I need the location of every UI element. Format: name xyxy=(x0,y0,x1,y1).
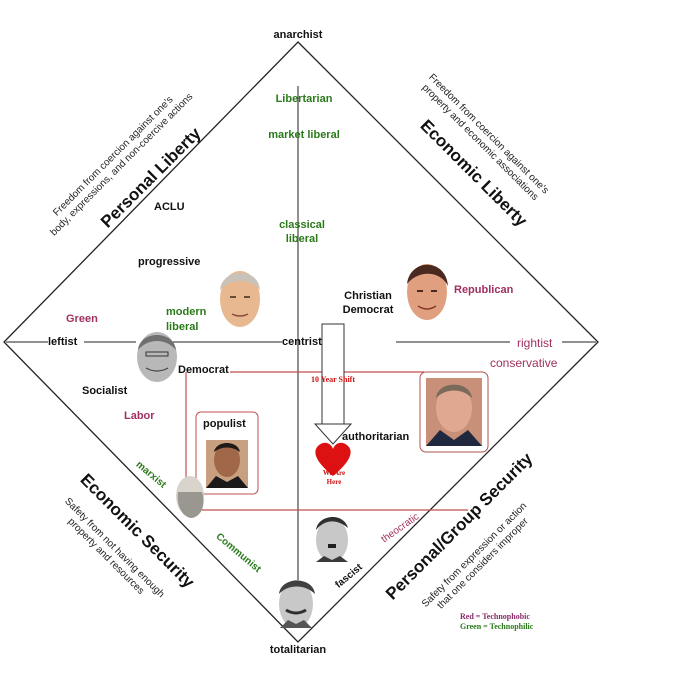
republican-label: Republican xyxy=(454,284,514,296)
rightist-label: rightist xyxy=(517,336,553,350)
marx-face xyxy=(176,476,204,518)
socialist-label: Socialist xyxy=(82,385,128,397)
stalin-face xyxy=(279,580,315,628)
christian-democrat-line-1: Christian xyxy=(344,290,392,302)
legend-green-entry: Green = Technophilic xyxy=(460,622,534,632)
bush-photo-frame xyxy=(419,371,489,453)
diamond-outline xyxy=(3,41,599,643)
populist-face xyxy=(206,440,248,488)
libertarian-label: Libertarian xyxy=(275,93,333,105)
centrist-label: centrist xyxy=(282,336,322,348)
legend: Red = Technophobic Green = Technophilic xyxy=(460,612,533,633)
hitler-face xyxy=(316,516,348,562)
leftist-label: leftist xyxy=(48,336,78,348)
clinton-face xyxy=(220,271,260,327)
modern-liberal-line-1: modern xyxy=(166,306,207,318)
anarchist-label: anarchist xyxy=(273,29,323,41)
reagan-face xyxy=(407,264,448,320)
populist-label: populist xyxy=(203,418,246,430)
classical-liberal-line-2: liberal xyxy=(285,233,319,245)
democrat-label: Democrat xyxy=(178,364,229,376)
progressive-label: progressive xyxy=(138,256,201,268)
conservative-label: conservative xyxy=(490,356,558,370)
shift-arrow xyxy=(313,323,353,445)
bush-face xyxy=(426,378,482,446)
classical-liberal-line-1: classical xyxy=(279,219,325,231)
fdr-face xyxy=(137,332,177,382)
market-liberal-label: market liberal xyxy=(268,129,340,141)
christian-democrat-line-2: Democrat xyxy=(342,304,394,316)
we-are-here-line-1: We Are xyxy=(322,469,346,477)
modern-liberal-line-2: liberal xyxy=(166,321,199,333)
green-label: Green xyxy=(66,313,98,325)
legend-red-entry: Red = Technophobic xyxy=(460,612,530,621)
aclu-label: ACLU xyxy=(154,201,185,213)
labor-label: Labor xyxy=(124,410,155,422)
we-are-here-marker xyxy=(315,442,351,476)
authoritarian-label: authoritarian xyxy=(342,431,410,443)
we-are-here-line-2: Here xyxy=(326,478,342,486)
totalitarian-label: totalitarian xyxy=(269,644,327,656)
ten-year-shift-label: 10 Year Shift xyxy=(311,375,355,384)
